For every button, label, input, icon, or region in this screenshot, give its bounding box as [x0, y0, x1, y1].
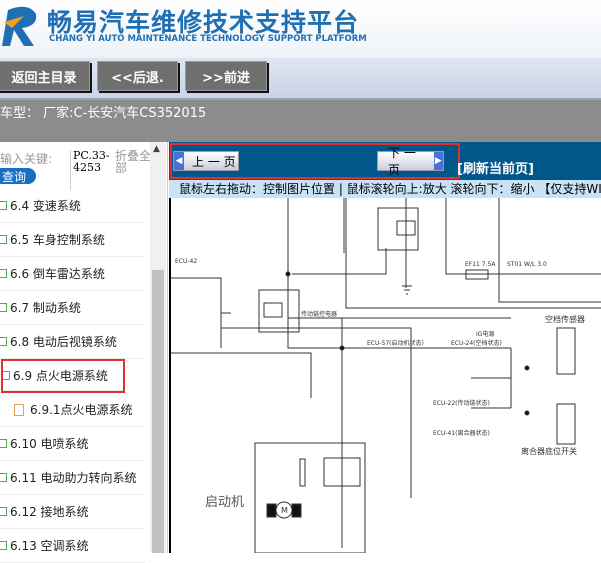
label-motor: M [281, 506, 288, 515]
car-model-text: 车型： 厂家:C-长安汽车CS352015 [0, 106, 207, 121]
pc-code: PC.33-4253 [70, 150, 112, 190]
sidebar-item[interactable]: 6.9.1点火电源系统 [0, 393, 145, 427]
highlight-box [170, 143, 460, 179]
folder-icon [0, 269, 7, 278]
sidebar-item[interactable]: 6.11 电动助力转向系统 [0, 461, 145, 495]
app-subtitle: CHANG YI AUTO MAINTENANCE TECHNOLOGY SUP… [49, 34, 367, 44]
sidebar-item-label: 6.10 电喷系统 [10, 437, 89, 451]
header: 畅易汽车维修技术支持平台 CHANG YI AUTO MAINTENANCE T… [0, 0, 601, 58]
app-title: 畅易汽车维修技术支持平台 [47, 8, 360, 37]
sidebar-item-label: 6.9 点火电源系统 [13, 369, 108, 383]
label-ecu57: ECU-57(启动机状态) [367, 339, 424, 347]
sidebar-item[interactable]: 6.4 变速系统 [0, 189, 145, 223]
label-st01: ST01 W/L 3.0 [507, 261, 547, 268]
label-ecu24: ECU-24(空档状态) [451, 339, 502, 347]
sidebar: 输入关键: 查询 PC.33-4253 折叠全部 6.4 变速系统 6.5 车身控… [0, 142, 168, 563]
page-toolbar: ◀上 一 页 下 一 页▶ [刷新当前页] [169, 142, 601, 180]
file-icon [14, 403, 24, 416]
car-model-bar: 车型： 厂家:C-长安汽车CS352015 [0, 100, 601, 142]
label-neutral-sensor: 空档传感器 [545, 314, 585, 324]
home-button[interactable]: 返回主目录 [0, 61, 90, 91]
refresh-link[interactable]: [刷新当前页] [457, 162, 534, 177]
folder-icon [0, 507, 7, 516]
next-page-button[interactable]: 下 一 页▶ [377, 146, 444, 177]
sidebar-item[interactable]: 6.6 倒车雷达系统 [0, 257, 145, 291]
folder-icon [3, 371, 10, 380]
folder-icon [0, 541, 7, 550]
folder-icon [0, 201, 7, 210]
sidebar-item[interactable]: 6.13 空调系统 [0, 529, 145, 563]
label-starter: 启动机 [205, 495, 244, 510]
arrow-right-icon: ▶ [433, 152, 443, 170]
label-ecu22: ECU-22(传动链状态) [433, 399, 490, 407]
components [254, 207, 576, 553]
sidebar-item[interactable]: 6.9 点火电源系统 [1, 359, 125, 393]
label-ecu42: ECU-42 [175, 258, 197, 265]
folder-icon [0, 439, 7, 448]
back-button[interactable]: <<后退. [97, 61, 178, 91]
sidebar-item-label: 6.13 空调系统 [10, 539, 89, 553]
sidebar-item-label: 6.9.1点火电源系统 [30, 403, 133, 417]
logo-icon [2, 6, 37, 47]
circuit-diagram[interactable]: ECU-42 传动链控电器 EF11 7.5A ST01 W/L 3.0 空档传… [171, 198, 601, 553]
sidebar-item[interactable]: 6.5 车身控制系统 [0, 223, 145, 257]
sidebar-item[interactable]: 6.7 制动系统 [0, 291, 145, 325]
nav-bar: 返回主目录 <<后退. >>前进 [0, 58, 601, 100]
sidebar-item-label: 6.8 电动后视镜系统 [10, 335, 117, 349]
sidebar-item-label: 6.12 接地系统 [10, 505, 89, 519]
sidebar-item-label: 6.7 制动系统 [10, 301, 81, 315]
sidebar-item-label: 6.4 变速系统 [10, 199, 81, 213]
arrow-left-icon: ◀ [174, 152, 184, 170]
scroll-up-icon[interactable]: ▲ [153, 144, 160, 154]
prev-page-button[interactable]: ◀上 一 页 [173, 151, 239, 171]
hint-bar: 鼠标左右拖动：控制图片位置 | 鼠标滚轮向上:放大 滚轮向下：缩小 【仅支持WI… [169, 180, 601, 198]
sidebar-item-label: 6.6 倒车雷达系统 [10, 267, 105, 281]
content-panel: ◀上 一 页 下 一 页▶ [刷新当前页] 鼠标左右拖动：控制图片位置 | 鼠标… [169, 142, 601, 553]
folder-icon [0, 235, 7, 244]
folder-icon [0, 473, 7, 482]
label-ig: IG电源 [476, 330, 494, 338]
sidebar-item-label: 6.11 电动助力转向系统 [10, 471, 137, 485]
label-clutch: 离合器底位开关 [521, 446, 577, 456]
search-label: 输入关键: [0, 152, 53, 166]
label-ecu41: ECU-41(离合器状态) [433, 429, 490, 437]
sidebar-item[interactable]: 6.8 电动后视镜系统 [0, 325, 145, 359]
collapse-all-button[interactable]: 折叠全部 [115, 149, 152, 175]
query-button[interactable]: 查询 [0, 168, 36, 184]
sidebar-item[interactable]: 6.10 电喷系统 [0, 427, 145, 461]
folder-icon [0, 337, 7, 346]
folder-icon [0, 303, 7, 312]
sidebar-item-label: 6.5 车身控制系统 [10, 233, 105, 247]
label-relay: 传动链控电器 [301, 310, 337, 318]
sidebar-item[interactable]: 6.12 接地系统 [0, 495, 145, 529]
label-ef11: EF11 7.5A [465, 261, 496, 268]
scrollbar-thumb[interactable] [152, 270, 164, 553]
forward-button[interactable]: >>前进 [185, 61, 267, 91]
